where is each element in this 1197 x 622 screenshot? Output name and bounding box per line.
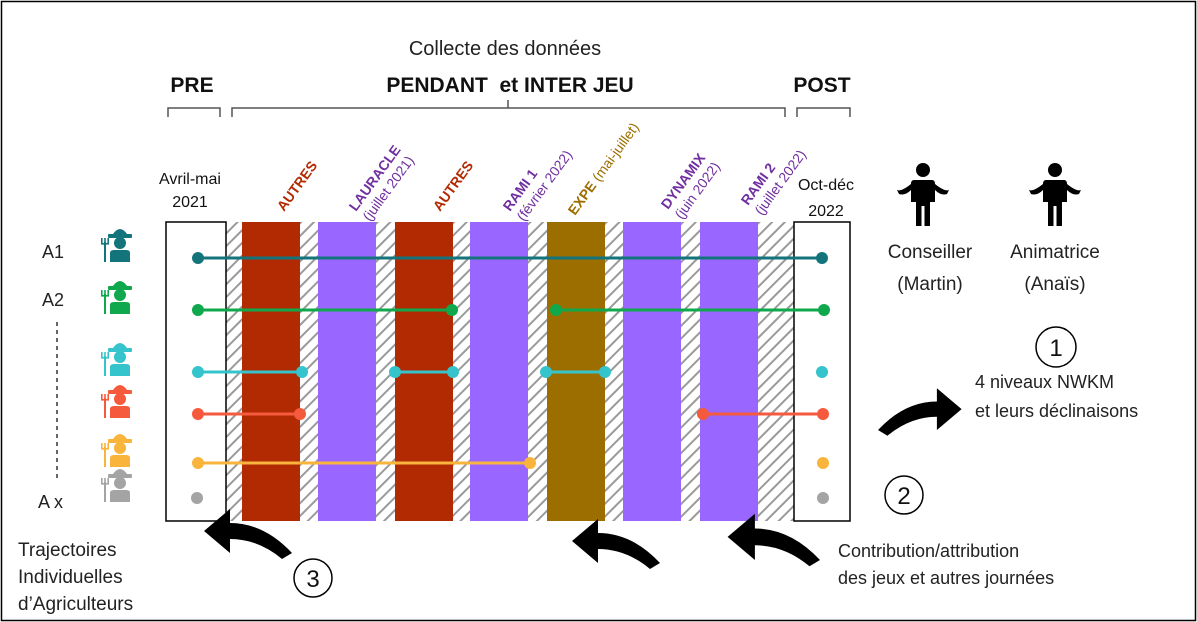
activity-column-title: DYNAMIX(juin 2022)	[657, 149, 723, 222]
activity-columns	[242, 222, 758, 521]
step1-number: 1	[1049, 335, 1062, 362]
step3-circle	[293, 558, 333, 598]
activity-column-title: EXPE(mai-juillet)	[564, 120, 641, 218]
trajectories	[191, 252, 830, 504]
step1-text-line2: et leurs déclinaisons	[975, 401, 1138, 421]
activity-column-title-main: EXPE	[564, 178, 599, 218]
activity-column-title-sub: (mai-juillet)	[589, 120, 642, 185]
trajectory-point	[447, 366, 459, 378]
arrow-to-step1-icon	[878, 388, 962, 436]
farmer-icon	[101, 281, 132, 314]
bracket-post	[796, 107, 851, 117]
farmer-label-a2: A2	[42, 290, 64, 310]
activity-column-title: AUTRES	[273, 158, 320, 214]
date-pre-line2: 2021	[172, 194, 208, 211]
activity-column-title: AUTRES	[429, 158, 476, 214]
phase-pre-label: PRE	[170, 74, 213, 97]
date-post-line2: 2022	[808, 203, 844, 220]
trajectory-point	[816, 366, 828, 378]
bracket-pre	[167, 107, 221, 117]
activity-column-labels: AUTRES LAURACLE(juillet 2021) AUTRES RAMI 1…	[273, 120, 809, 224]
activity-column-jeu	[318, 222, 376, 521]
step2-text-line1: Contribution/attribution	[838, 541, 1019, 561]
step3-text-line1: Trajectoires	[18, 540, 117, 561]
trajectory-point	[192, 304, 204, 316]
date-post-line1: Oct-déc	[798, 177, 854, 194]
date-pre-line1: Avril-mai	[159, 171, 221, 188]
farmer-icon	[101, 385, 132, 418]
bracket-during	[231, 100, 786, 117]
step3-text-line3: d’Agriculteurs	[18, 594, 133, 615]
activity-column-title: LAURACLE(juillet 2021)	[345, 142, 417, 224]
collection-title: Collecte des données	[409, 38, 601, 60]
trajectory-point	[446, 304, 458, 316]
step2-circle	[884, 475, 924, 515]
trajectory-point	[818, 304, 830, 316]
activity-column-jeu	[700, 222, 758, 521]
farmer-label-ax: A x	[38, 492, 63, 512]
actor-name-conseiller: Conseiller	[888, 242, 973, 263]
farmer-icon	[101, 229, 132, 262]
trajectory-point	[817, 408, 829, 420]
step1-text-line1: 4 niveaux NWKM	[975, 372, 1114, 392]
step2-number: 2	[897, 483, 910, 510]
arrow-step2-left-icon	[572, 519, 660, 569]
phase-post-label: POST	[793, 74, 850, 97]
trajectory-point	[294, 408, 306, 420]
animatrice-icon	[1029, 163, 1081, 226]
actor-name-animatrice: Animatrice	[1010, 242, 1100, 263]
trajectory-point	[817, 492, 829, 504]
actor-detail-conseiller: (Martin)	[897, 274, 962, 295]
farmer-label-a1: A1	[42, 242, 64, 262]
trajectory-point	[550, 304, 562, 316]
trajectory-point	[540, 366, 552, 378]
activity-column-jeu	[623, 222, 681, 521]
farmer-icon	[101, 469, 132, 502]
trajectory-point	[192, 366, 204, 378]
farmers-column	[101, 229, 132, 502]
trajectory-point	[524, 457, 536, 469]
activity-column-title-main: AUTRES	[429, 158, 476, 214]
trajectory-point	[296, 366, 308, 378]
farmer-icon	[101, 434, 132, 467]
phase-during-label: PENDANT et INTER JEU	[386, 74, 633, 97]
trajectory-point	[192, 408, 204, 420]
activity-column-jeu	[470, 222, 528, 521]
trajectory-point	[389, 366, 401, 378]
step3-text-line2: Individuelles	[18, 567, 123, 588]
step1-circle	[1035, 326, 1077, 368]
activity-column-title: RAMI 1(février 2022)	[499, 137, 575, 224]
step3-number: 3	[306, 566, 319, 593]
trajectory-point	[192, 252, 204, 264]
step2-text-line2: des jeux et autres journées	[838, 568, 1054, 588]
trajectory-point	[817, 457, 829, 469]
activity-column-title-main: AUTRES	[273, 158, 320, 214]
actor-detail-animatrice: (Anaïs)	[1024, 274, 1085, 295]
farmer-icon	[101, 343, 132, 376]
trajectory-point	[816, 252, 828, 264]
trajectory-point	[697, 408, 709, 420]
trajectory-point	[599, 366, 611, 378]
trajectory-point	[191, 492, 203, 504]
conseiller-icon	[897, 163, 949, 226]
trajectory-point	[192, 457, 204, 469]
phase-brackets	[167, 100, 851, 117]
